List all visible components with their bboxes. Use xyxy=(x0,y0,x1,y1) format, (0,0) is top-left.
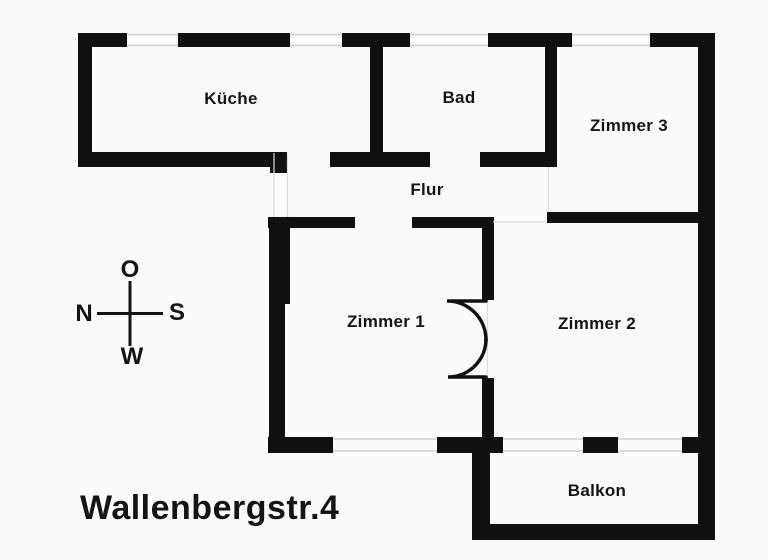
room-label-flur: Flur xyxy=(410,180,444,199)
room-label-zimmer1: Zimmer 1 xyxy=(347,312,425,331)
compass-cross xyxy=(97,281,163,346)
walls xyxy=(78,33,715,540)
plan-title: Wallenbergstr.4 xyxy=(80,489,340,527)
compass-north-label: N xyxy=(75,300,93,327)
window-lines xyxy=(127,33,682,452)
room-label-kueche: Küche xyxy=(204,89,258,108)
double-door-arcs xyxy=(446,299,488,379)
room-label-zimmer2: Zimmer 2 xyxy=(558,314,636,333)
room-label-zimmer3: Zimmer 3 xyxy=(590,116,668,135)
room-label-balkon: Balkon xyxy=(567,481,627,500)
compass-east-label: O xyxy=(120,256,140,283)
compass-west-label: W xyxy=(120,343,144,370)
room-label-bad: Bad xyxy=(442,88,476,107)
compass-south-label: S xyxy=(168,299,186,326)
